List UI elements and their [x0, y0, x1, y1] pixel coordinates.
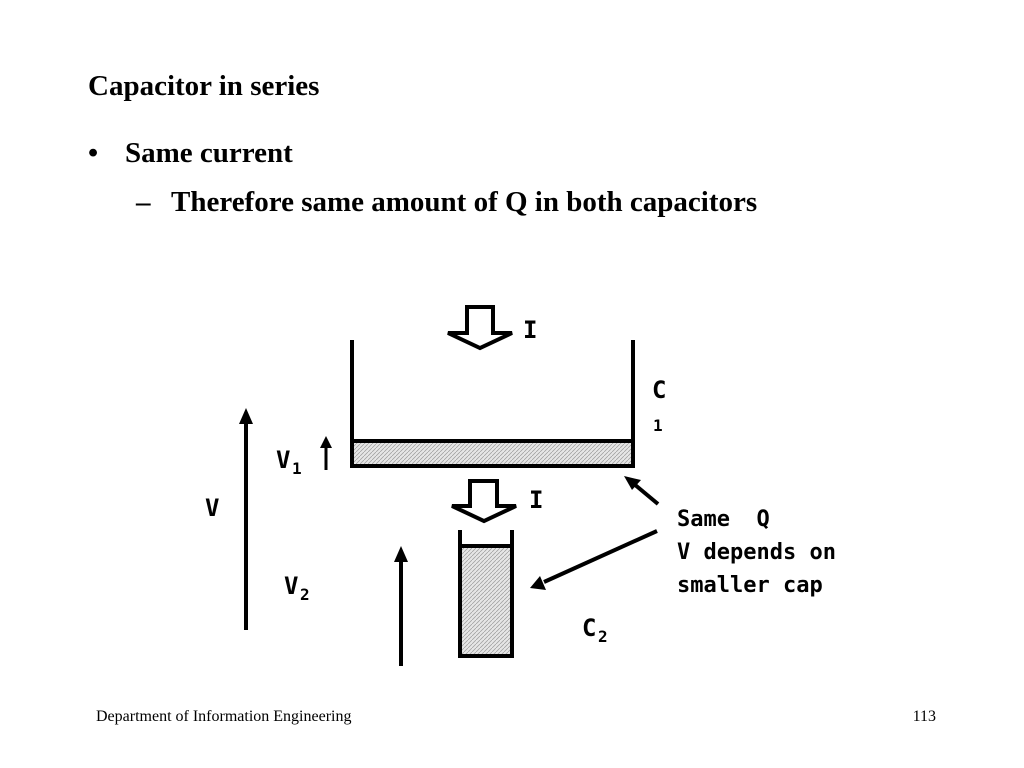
pointer-to-c2-line: [543, 529, 658, 584]
slide-title: Capacitor in series: [88, 70, 320, 102]
current-arrow-mid-icon: [451, 479, 517, 524]
pointer-to-c1-arrow-icon: [624, 476, 641, 490]
pointer-to-c2-arrow-icon: [530, 576, 546, 590]
v-total-label: V: [205, 494, 219, 522]
c2-plate: [458, 544, 514, 658]
bullet-same-current: • Same current: [88, 137, 293, 170]
c1-label: C: [652, 376, 666, 404]
bullet-marker: •: [88, 137, 99, 169]
c2-label: C: [582, 614, 596, 642]
sub-bullet-text: Therefore same amount of Q in both capac…: [171, 186, 758, 218]
footer-page-number: 113: [912, 708, 936, 725]
v1-label-subscript: 1: [292, 459, 302, 478]
annotation-line-2: V depends on: [677, 540, 836, 565]
v2-label: V: [284, 572, 298, 600]
current-label-mid: I: [529, 486, 543, 514]
v2-label-subscript: 2: [300, 585, 310, 604]
v1-arrow-icon: [320, 436, 332, 448]
v-total-arrow-icon: [239, 408, 253, 424]
sub-bullet-marker: –: [136, 186, 151, 218]
annotation-line-1: Same Q: [677, 507, 770, 532]
annotation-line-3: smaller cap: [677, 573, 823, 598]
footer-department: Department of Information Engineering: [96, 708, 352, 725]
pointer-to-c1-line: [632, 482, 660, 506]
current-arrow-top-icon: [447, 305, 513, 351]
v1-label: V: [276, 446, 290, 474]
current-label-top: I: [523, 316, 537, 344]
bullet-text: Same current: [125, 137, 293, 169]
c2-label-subscript: 2: [598, 627, 608, 646]
c1-label-subscript: 1: [653, 416, 663, 435]
v2-arrow-icon: [394, 546, 408, 562]
c1-plate: [350, 439, 635, 468]
sub-bullet-same-charge: –Therefore same amount of Q in both capa…: [136, 186, 757, 219]
